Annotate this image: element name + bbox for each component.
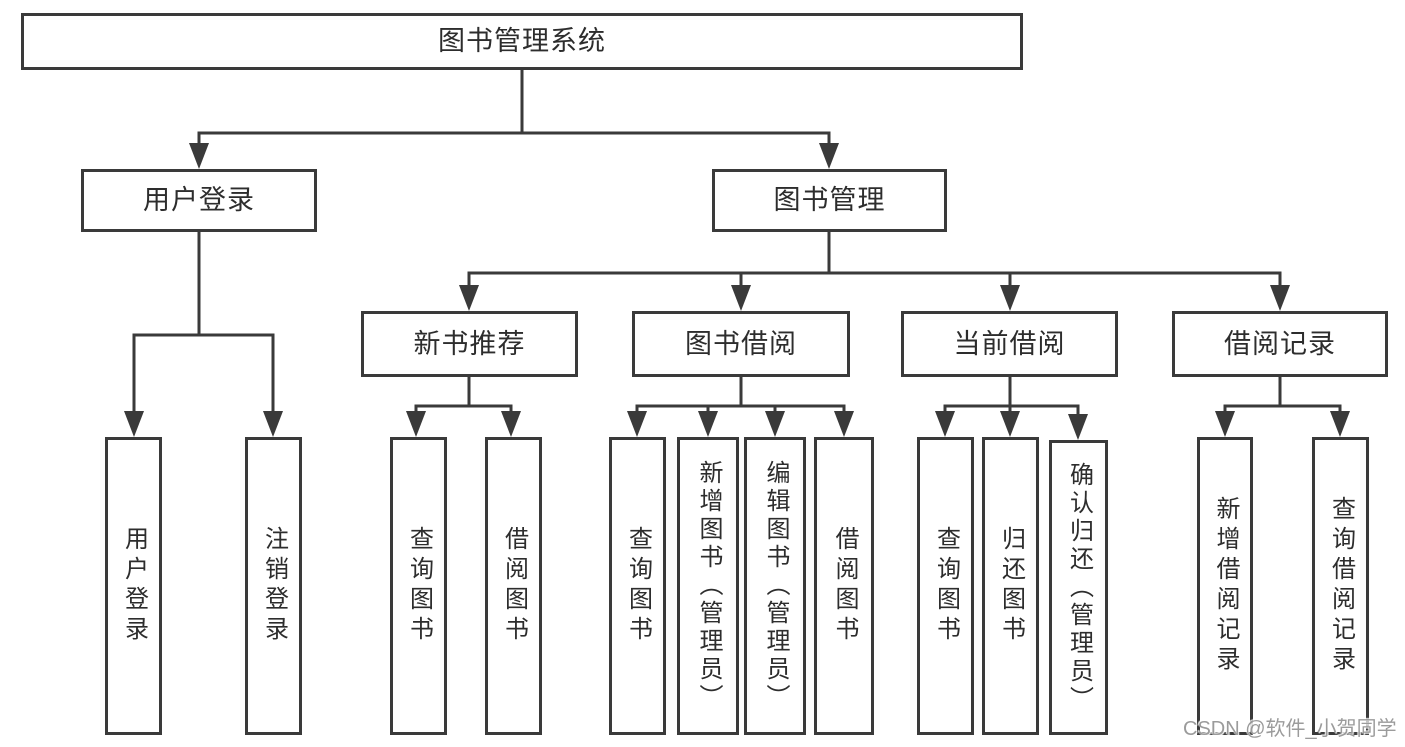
connector-book-borrow-to-leaves bbox=[627, 377, 854, 437]
leaf-logout: 注销登录 bbox=[245, 437, 302, 735]
leaf-borrow-edit-books-admin-label: 编辑图书（管理员） bbox=[762, 460, 789, 712]
node-book-borrow: 图书借阅 bbox=[632, 311, 850, 377]
node-root-library-system: 图书管理系统 bbox=[21, 13, 1023, 70]
leaf-recommend-borrow-books-label: 借阅图书 bbox=[500, 526, 528, 646]
connector-new-book-rec-to-leaves bbox=[406, 377, 521, 437]
leaf-recommend-query-books: 查询图书 bbox=[390, 437, 447, 735]
node-borrow-records: 借阅记录 bbox=[1172, 311, 1388, 377]
leaf-logout-label: 注销登录 bbox=[260, 526, 288, 646]
leaf-current-query-books: 查询图书 bbox=[917, 437, 974, 735]
leaf-user-login-label: 用户登录 bbox=[120, 526, 148, 646]
leaf-records-query-record: 查询借阅记录 bbox=[1312, 437, 1369, 735]
leaf-recommend-query-books-label: 查询图书 bbox=[405, 526, 433, 646]
node-current-borrow: 当前借阅 bbox=[901, 311, 1118, 377]
leaf-borrow-edit-books-admin: 编辑图书（管理员） bbox=[744, 437, 806, 735]
leaf-current-query-books-label: 查询图书 bbox=[932, 526, 960, 646]
node-user-login: 用户登录 bbox=[81, 169, 317, 232]
connector-book-mgmt-to-level3 bbox=[459, 232, 1290, 311]
leaf-current-return-books: 归还图书 bbox=[982, 437, 1039, 735]
node-book-management: 图书管理 bbox=[712, 169, 947, 232]
node-user-login-label: 用户登录 bbox=[143, 185, 255, 215]
node-book-borrow-label: 图书借阅 bbox=[685, 328, 797, 359]
leaf-borrow-query-books-label: 查询图书 bbox=[624, 526, 652, 646]
node-root-label: 图书管理系统 bbox=[438, 26, 606, 56]
node-borrow-records-label: 借阅记录 bbox=[1224, 328, 1336, 359]
connector-root-to-level2 bbox=[189, 70, 839, 169]
leaf-user-login: 用户登录 bbox=[105, 437, 162, 735]
node-new-book-recommend: 新书推荐 bbox=[361, 311, 578, 377]
leaf-borrow-add-books-admin: 新增图书（管理员） bbox=[677, 437, 739, 735]
leaf-borrow-add-books-admin-label: 新增图书（管理员） bbox=[695, 460, 722, 712]
leaf-records-add-record-label: 新增借阅记录 bbox=[1212, 496, 1239, 676]
leaf-current-return-books-label: 归还图书 bbox=[997, 526, 1025, 646]
leaf-current-confirm-return-admin: 确认归还（管理员） bbox=[1049, 440, 1108, 735]
connector-user-login-to-leaves bbox=[124, 232, 283, 437]
leaf-borrow-borrow-books: 借阅图书 bbox=[814, 437, 874, 735]
csdn-watermark: CSDN @软件_小贺同学 bbox=[1183, 718, 1397, 740]
leaf-borrow-borrow-books-label: 借阅图书 bbox=[831, 526, 858, 646]
leaf-recommend-borrow-books: 借阅图书 bbox=[485, 437, 542, 735]
connector-current-borrow-to-leaves bbox=[935, 377, 1088, 440]
leaf-borrow-query-books: 查询图书 bbox=[609, 437, 666, 735]
node-new-book-recommend-label: 新书推荐 bbox=[413, 328, 526, 359]
connector-borrow-records-to-leaves bbox=[1215, 377, 1350, 437]
leaf-records-add-record: 新增借阅记录 bbox=[1197, 437, 1253, 735]
node-current-borrow-label: 当前借阅 bbox=[953, 328, 1066, 359]
node-book-management-label: 图书管理 bbox=[773, 185, 886, 215]
leaf-records-query-record-label: 查询借阅记录 bbox=[1327, 496, 1355, 676]
leaf-current-confirm-return-admin-label: 确认归还（管理员） bbox=[1065, 461, 1093, 714]
